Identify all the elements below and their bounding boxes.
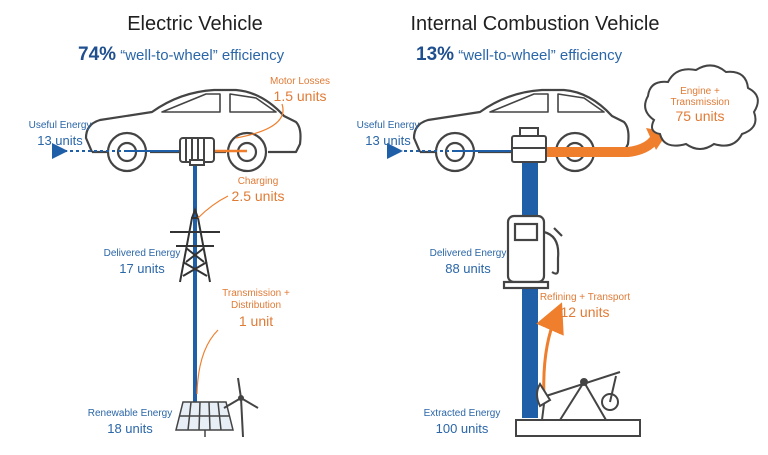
exhaust-cloud-icon	[644, 64, 759, 150]
wind-turbine-icon	[223, 377, 259, 438]
transmission-callout-line	[196, 329, 219, 395]
ev-efficiency-text: “well-to-wheel” efficiency	[120, 47, 285, 64]
ice-efficiency: 13% “well-to-wheel” efficiency	[416, 44, 622, 66]
charging-value: 2.5 units	[231, 188, 285, 204]
motor-losses-label: Motor Losses	[269, 76, 331, 87]
power-tower-icon	[170, 207, 220, 283]
ice-efficiency-pct: 13%	[416, 44, 455, 65]
ice-title: Internal Combustion Vehicle	[410, 13, 660, 35]
transmission-value: 1 unit	[238, 313, 274, 329]
refining-value: 12 units	[560, 304, 610, 320]
ice-source-value: 100 units	[435, 421, 489, 436]
ice-useful-value: 13 units	[365, 133, 411, 148]
transmission-label-1: Transmission +	[222, 288, 290, 299]
engine-icon	[511, 127, 547, 163]
ev-delivered-label: Delivered Energy	[103, 248, 181, 259]
charging-label: Charging	[237, 176, 279, 187]
engine-value: 75 units	[675, 108, 725, 124]
electric-motor-icon	[179, 137, 215, 166]
motor-losses-callout-line	[235, 103, 284, 139]
oil-pumpjack-icon	[515, 371, 641, 437]
ice-delivered-label: Delivered Energy	[429, 248, 507, 259]
engine-label-2: Transmission	[670, 97, 730, 108]
engine-label-1: Engine +	[680, 86, 720, 97]
transmission-label-2: Distribution	[230, 300, 282, 311]
ice-delivered-value: 88 units	[445, 261, 491, 276]
solar-panel-icon	[175, 401, 234, 437]
ev-useful-value: 13 units	[37, 133, 83, 148]
refining-label: Refining + Transport	[539, 292, 631, 303]
ev-useful-label: Useful Energy	[28, 120, 92, 131]
ev-efficiency: 74% “well-to-wheel” efficiency	[78, 44, 284, 66]
ice-efficiency-text: “well-to-wheel” efficiency	[458, 47, 623, 64]
refining-arrow	[536, 302, 564, 399]
ev-efficiency-pct: 74%	[78, 44, 117, 65]
ev-title: Electric Vehicle	[127, 13, 263, 35]
ev-source-value: 18 units	[107, 421, 153, 436]
ev-source-label: Renewable Energy	[87, 408, 173, 419]
ice-useful-label: Useful Energy	[356, 120, 420, 131]
fuel-pump-icon	[502, 214, 563, 290]
charging-callout-line	[197, 195, 229, 219]
motor-losses-value: 1.5 units	[273, 88, 327, 104]
ice-source-label: Extracted Energy	[423, 408, 501, 419]
ev-delivered-value: 17 units	[119, 261, 165, 276]
engine-loss-arrow	[546, 136, 658, 157]
